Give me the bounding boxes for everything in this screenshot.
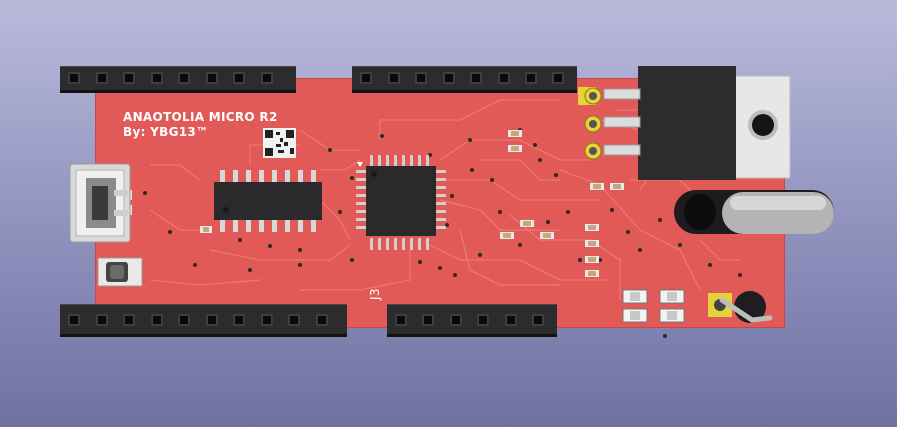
led-icon bbox=[622, 289, 685, 323]
header-bottom-right-icon bbox=[387, 304, 557, 334]
board-title: ANAOTOLIA MICRO R2 bbox=[123, 110, 278, 124]
board-author: By: YBG13™ bbox=[123, 125, 209, 139]
